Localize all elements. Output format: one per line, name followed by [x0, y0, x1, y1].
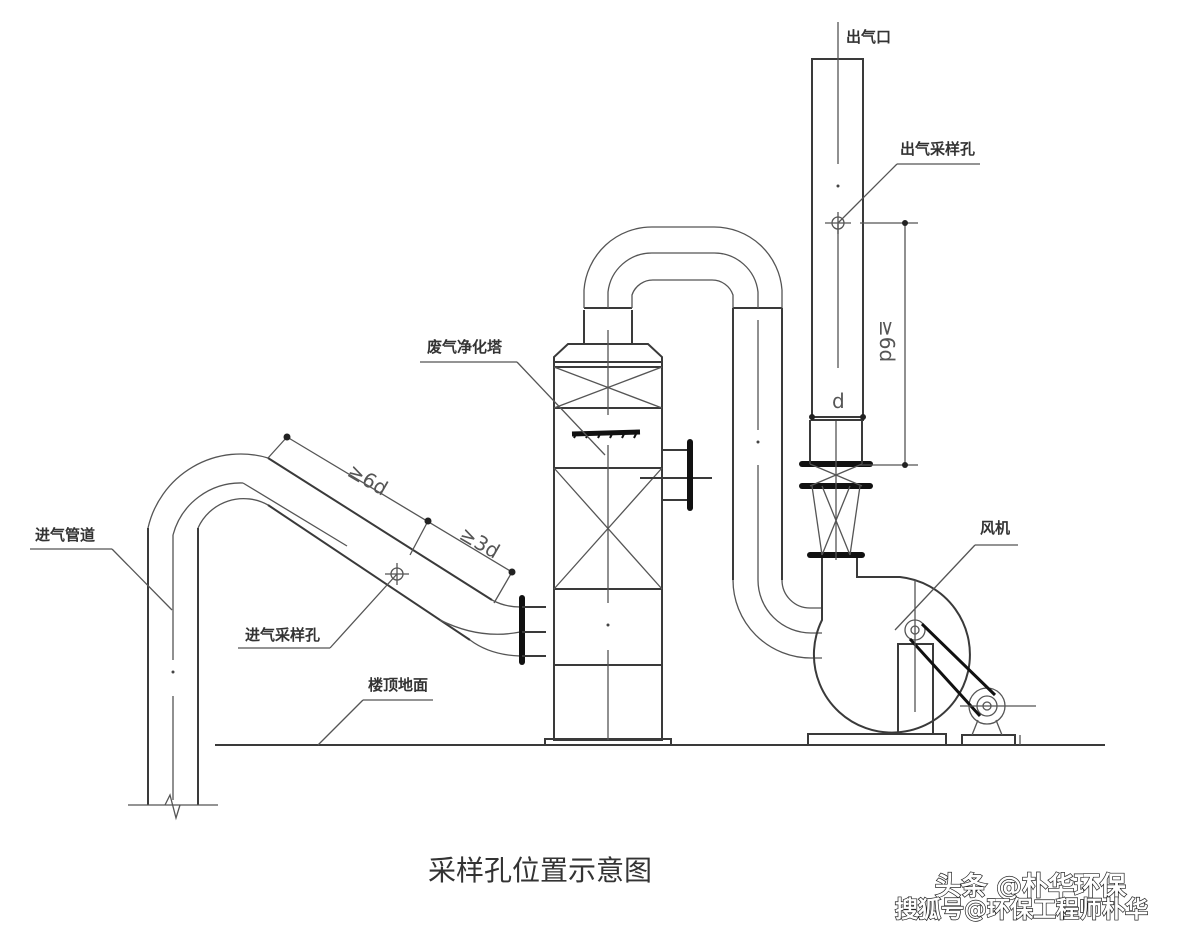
- dim-diameter: d: [832, 389, 845, 413]
- u-pipe: [583, 226, 822, 659]
- dim-downstream: ≥3d: [456, 522, 505, 564]
- inlet-duct: [128, 453, 521, 821]
- outlet-dimension: ≥6d: [860, 220, 918, 468]
- label-inlet-duct: 进气管道: [35, 526, 95, 544]
- label-outlet-sampling-hole: 出气采样孔: [900, 140, 975, 158]
- outlet-sampling-hole: 出气采样孔: [825, 140, 980, 234]
- label-roof-ground: 楼顶地面: [368, 676, 428, 694]
- roof-ground-label: 楼顶地面: [317, 676, 433, 746]
- inlet-flange: [519, 595, 546, 665]
- dim-upstream: ≥6d: [344, 459, 393, 501]
- label-inlet-sampling-hole: 进气采样孔: [245, 626, 320, 644]
- transition-section: [799, 420, 873, 560]
- label-outlet: 出气口: [846, 28, 891, 46]
- watermark-sohu: 搜狐号@环保工程师朴华: [895, 896, 1148, 923]
- inlet-duct-label: 进气管道: [30, 526, 173, 611]
- watermark-toutiao: 头条 @朴华环保: [935, 871, 1127, 902]
- purifier-label: 废气净化塔: [420, 338, 606, 456]
- dim-outlet-distance: ≥6d: [875, 320, 899, 362]
- exhaust-stack: d: [809, 22, 866, 421]
- purifier-tower: [544, 310, 712, 746]
- inlet-sampling-hole: 进气采样孔: [238, 563, 409, 649]
- outlet-label: 出气口: [846, 28, 891, 46]
- fan: 风机: [807, 519, 1036, 746]
- label-fan: 风机: [980, 519, 1010, 537]
- diagram-title: 采样孔位置示意图: [428, 854, 652, 887]
- label-purifier-tower: 废气净化塔: [427, 338, 503, 356]
